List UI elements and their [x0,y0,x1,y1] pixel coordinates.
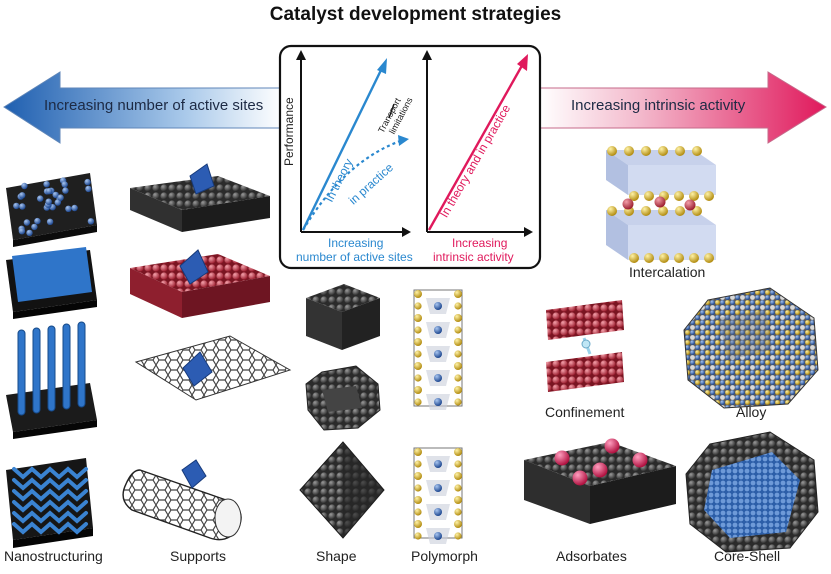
adsorbates-model [524,438,676,524]
polymorph-models [413,289,463,544]
transport-marker [388,103,395,119]
right-x-label-2: intrinsic activity [433,250,514,264]
right-x-label-1: Increasing [452,236,508,250]
label-alloy: Alloy [736,404,767,420]
supports-models [122,163,292,541]
nanostructuring-models [6,173,97,548]
intercalation-model [606,146,716,263]
right-arrow [539,71,827,144]
label-adsorbates: Adsorbates [556,548,627,564]
label-nanostructuring: Nanostructuring [4,548,103,564]
diagram-title: Catalyst development strategies [269,4,562,25]
shape-models [299,284,385,539]
label-confinement: Confinement [545,404,625,420]
left-x-label-1: Increasing [328,236,384,250]
label-polymorph: Polymorph [411,548,478,564]
left-x-label-2: number of active sites [296,250,413,264]
label-core-shell: Core-Shell [714,548,781,564]
performance-axis-label: Performance [282,97,296,166]
core-shell-model [685,431,819,553]
label-intercalation: Intercalation [629,264,706,280]
performance-inset [278,44,542,270]
label-shape: Shape [316,548,357,564]
right-arrow-label: Increasing intrinsic activity [571,97,746,114]
label-supports: Supports [170,548,227,564]
practice-curve [302,138,404,231]
intrinsic-line [427,61,526,231]
alloy-model [683,287,819,409]
theory-line [301,65,385,231]
left-arrow-label: Increasing number of active sites [44,97,264,114]
confinement-model [546,300,624,392]
